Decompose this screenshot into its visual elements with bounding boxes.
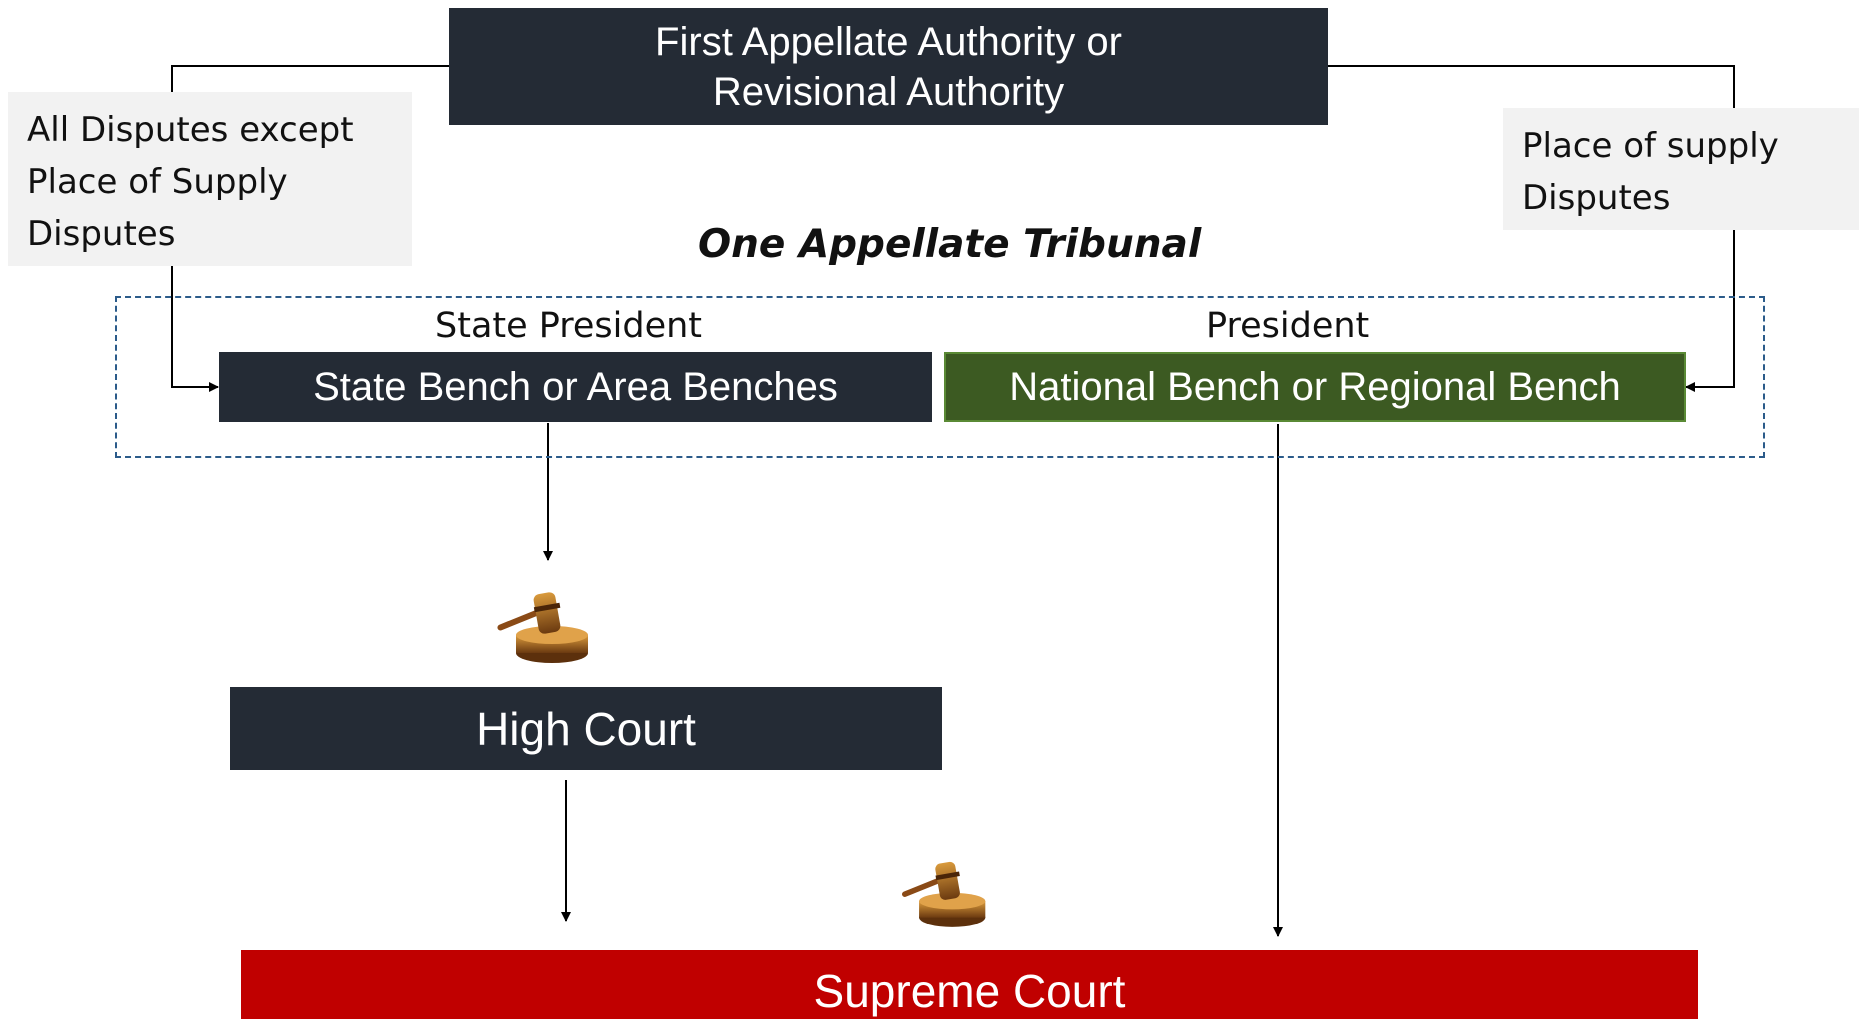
supreme-court-box: Supreme Court [241, 950, 1698, 1019]
gavel-icon [497, 592, 588, 663]
tribunal-title: One Appellate Tribunal [698, 222, 1202, 267]
first-appellate-authority-box: First Appellate Authority or Revisional … [449, 8, 1328, 125]
all-disputes-note: All Disputes except Place of Supply Disp… [8, 92, 412, 266]
president-label: President [1206, 306, 1370, 346]
left-note-line-2: Place of Supply [27, 162, 288, 202]
place-of-supply-note: Place of supply Disputes [1503, 108, 1859, 230]
left-note-line-3: Disputes [27, 214, 176, 254]
national-bench-box: National Bench or Regional Bench [944, 352, 1686, 422]
top-box-line-1: First Appellate Authority or [655, 19, 1122, 64]
left-note-line-1: All Disputes except [27, 110, 354, 150]
top-box-line-2: Revisional Authority [712, 69, 1065, 114]
state-president-label: State President [435, 306, 703, 346]
gavel-icon [902, 861, 986, 927]
tribunal-dashed-frame [115, 296, 1765, 458]
right-note-line-2: Disputes [1522, 178, 1671, 218]
right-note-line-1: Place of supply [1522, 126, 1779, 166]
state-bench-box: State Bench or Area Benches [219, 352, 932, 422]
high-court-box: High Court [230, 687, 942, 770]
